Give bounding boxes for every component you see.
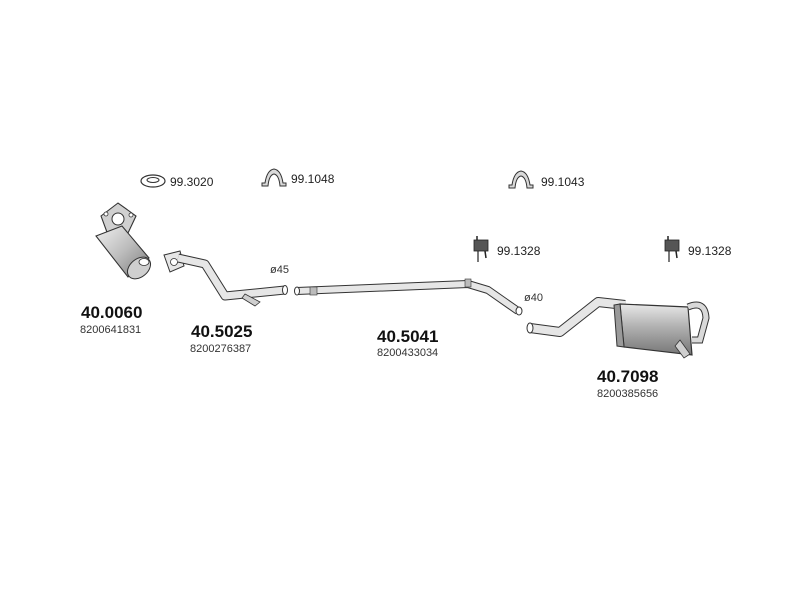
gasket-ring-icon: [140, 174, 166, 188]
clamp-icon: [508, 170, 534, 189]
accessory-number: 99.1328: [688, 244, 732, 258]
accessory-number: 99.1328: [497, 244, 541, 258]
intermediate-pipe-icon: [163, 250, 288, 307]
diameter-label: ø45: [270, 264, 289, 276]
oem-number: 8200641831: [80, 324, 142, 336]
part-number: 40.7098: [597, 367, 659, 386]
part-number: 40.0060: [81, 303, 143, 322]
catalytic-converter-icon: [95, 202, 152, 280]
part-number: 40.5041: [377, 327, 439, 346]
accessory-number: 99.3020: [170, 175, 214, 189]
part-number: 40.5025: [191, 322, 253, 341]
diameter-label: ø40: [524, 292, 543, 304]
accessory-number: 99.1048: [291, 172, 335, 186]
rubber-hanger-icon: [664, 236, 680, 262]
oem-number: 8200433034: [377, 347, 439, 359]
clamp-icon: [261, 168, 287, 187]
rubber-hanger-icon: [473, 236, 489, 262]
center-pipe-icon: [294, 278, 523, 316]
rear-muffler-icon: [526, 297, 710, 359]
oem-number: 8200276387: [190, 343, 252, 355]
accessory-number: 99.1043: [541, 175, 585, 189]
oem-number: 8200385656: [597, 388, 659, 400]
